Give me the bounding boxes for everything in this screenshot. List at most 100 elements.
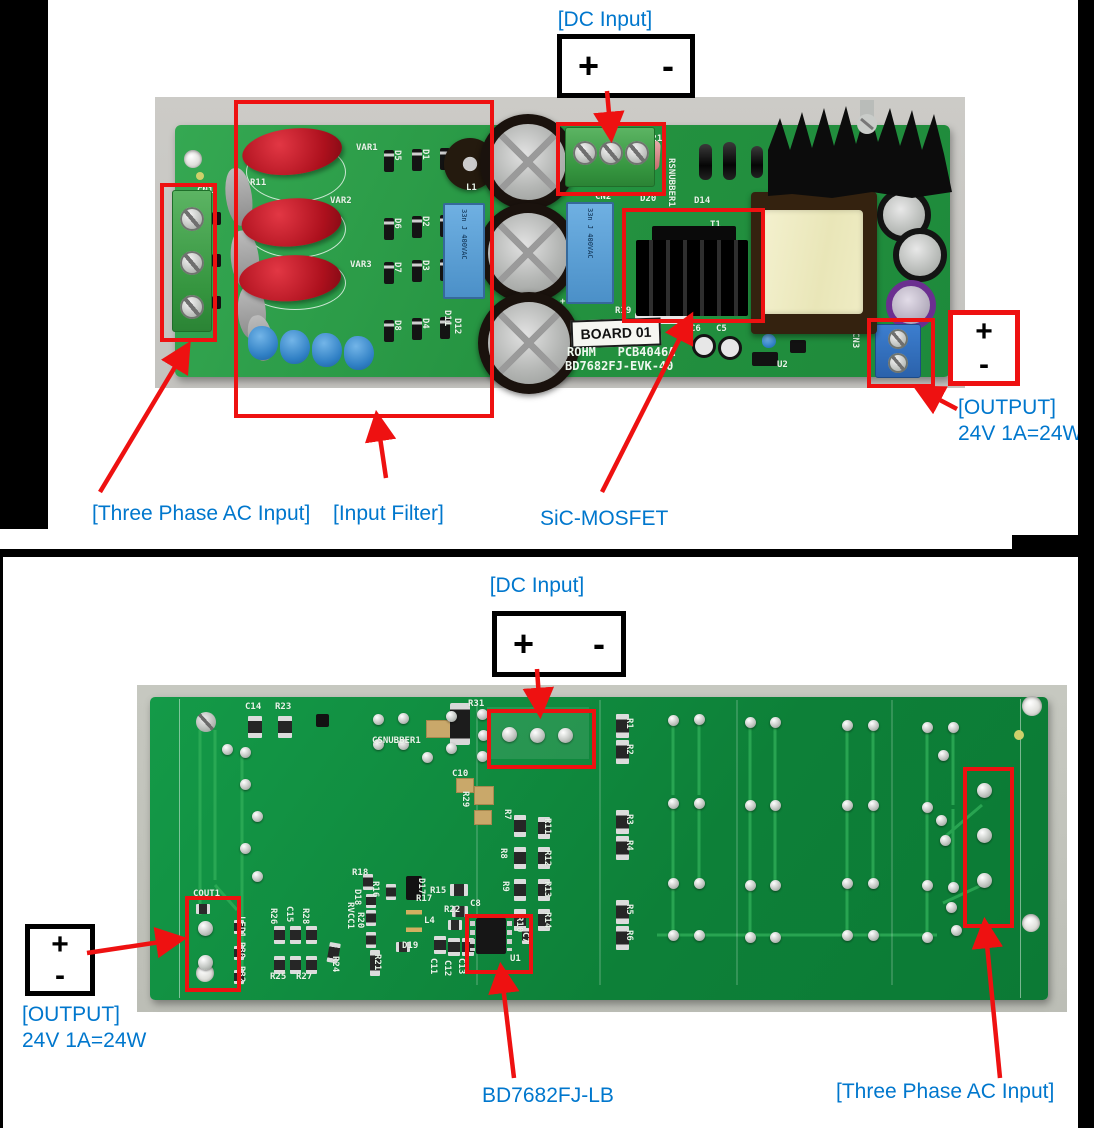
bluecap: [762, 334, 776, 348]
joint: [477, 709, 488, 720]
padg: [406, 910, 422, 932]
diode: [384, 218, 394, 240]
smdv: [278, 716, 292, 738]
joint: [558, 728, 573, 743]
joint: [422, 752, 433, 763]
bluecap: [344, 336, 374, 370]
joint: [951, 925, 962, 936]
board-score-line: [179, 699, 180, 998]
smdh: [452, 906, 468, 917]
cap-w: [692, 334, 716, 358]
film-capacitor: 33n J 400VAC: [443, 203, 485, 299]
annotation-box-three-phase-input: [160, 183, 217, 342]
joint: [373, 714, 384, 725]
silk-model-line: BD7682FJ-EVK-40: [565, 359, 673, 373]
cyl: [699, 144, 712, 180]
diode: [412, 149, 422, 171]
joint: [446, 743, 457, 754]
minus-sign: -: [979, 347, 989, 381]
bluecap: [280, 330, 310, 364]
arrow-ic: [488, 961, 520, 1079]
smdv: [538, 879, 550, 901]
sot: [316, 714, 329, 727]
doty: [1014, 730, 1024, 740]
silk: CN2: [595, 192, 612, 202]
sot: [406, 876, 422, 900]
smdv: [290, 926, 301, 944]
label-ic-bd7682fj: BD7682FJ-LB: [482, 1084, 614, 1107]
smdh: [450, 884, 468, 896]
smdv: [448, 938, 460, 956]
terminal-cn1: [172, 190, 212, 332]
plus-sign: +: [975, 314, 993, 348]
silk: D20: [640, 194, 657, 204]
joint: [252, 811, 263, 822]
silk-brand: ROHM: [567, 345, 596, 359]
joint: [936, 815, 947, 826]
silk-model: BD7682FJ-EVK-40: [565, 359, 674, 373]
silk: U2: [777, 360, 788, 370]
film-cap-text: 33n J 400VAC: [586, 208, 594, 259]
plus-sign: +: [578, 45, 600, 86]
smdv: [522, 928, 532, 944]
label-output-bottom-2: 24V 1A=24W: [22, 1029, 147, 1052]
arrow-output-top: [912, 385, 959, 415]
diode: [384, 262, 394, 284]
top-board-components: CN1R11VAR1VAR2VAR3D5D1D6D2D7D3D8D4D11D12…: [0, 0, 1094, 550]
hole: [184, 150, 202, 168]
sic-mosfet-heatsink: [636, 240, 748, 316]
joint: [502, 727, 517, 742]
diode: [412, 216, 422, 238]
joint: [938, 750, 949, 761]
joint: [668, 930, 679, 941]
transformer-tape: [761, 210, 863, 314]
joint: [745, 880, 756, 891]
joint: [868, 800, 879, 811]
diode: [384, 150, 394, 172]
joint: [770, 880, 781, 891]
arrow-three-phase-bottom: [971, 916, 1004, 1079]
label-output-bottom-1: [OUTPUT]: [22, 1003, 120, 1026]
silk: D14: [694, 196, 711, 206]
joint: [198, 955, 213, 970]
joint: [745, 932, 756, 943]
joint: [694, 878, 705, 889]
silk: L4: [424, 916, 435, 926]
joint: [694, 798, 705, 809]
label-output-top-1: [OUTPUT]: [958, 396, 1056, 419]
cap-w: [718, 336, 742, 360]
smdv: [366, 932, 376, 948]
smdv: [538, 817, 550, 839]
joint: [868, 878, 879, 889]
hole: [1022, 696, 1042, 716]
smdv: [366, 894, 376, 908]
silk: T1: [710, 220, 721, 230]
silk: R27: [296, 972, 313, 982]
label-dc-input-bottom: [DC Input]: [489, 574, 585, 597]
silk: R15: [430, 886, 447, 896]
diode: [412, 318, 422, 340]
silk: R18: [352, 868, 369, 878]
joint: [842, 878, 853, 889]
sot: [752, 352, 778, 366]
silk: C6: [690, 324, 701, 334]
joint: [770, 932, 781, 943]
screw: [573, 141, 597, 165]
joint: [694, 930, 705, 941]
joint: [668, 878, 679, 889]
bluecap: [248, 326, 278, 360]
joint: [977, 828, 992, 843]
smdv: [616, 810, 629, 834]
joint: [868, 930, 879, 941]
joint: [745, 717, 756, 728]
label-three-phase-bottom: [Three Phase AC Input]: [836, 1080, 1055, 1103]
smdv: [514, 815, 526, 837]
joint: [745, 800, 756, 811]
arrow-output-bottom: [86, 927, 188, 959]
silk: C8: [470, 899, 481, 909]
silk: C10: [452, 769, 469, 779]
smdv: [514, 847, 526, 869]
diode: [412, 260, 422, 282]
